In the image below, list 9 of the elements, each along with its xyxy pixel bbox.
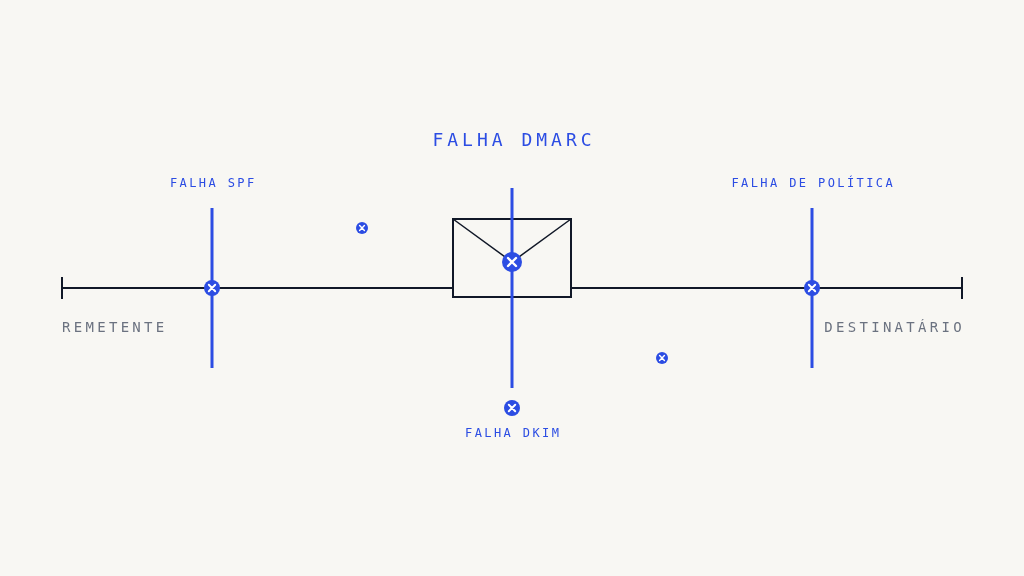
title: FALHA DMARC bbox=[431, 131, 596, 149]
failure-label: FALHA DKIM bbox=[464, 427, 562, 439]
failure-label: FALHA SPF bbox=[168, 177, 257, 189]
envelope-drawing bbox=[452, 218, 572, 298]
connector-line bbox=[571, 287, 962, 289]
endpoint-label: REMETENTE bbox=[62, 320, 168, 334]
endpoint-label: DESTINATÁRIO bbox=[824, 320, 965, 334]
failure-label: FALHA DE POLÍTICA bbox=[730, 177, 895, 189]
connector-line bbox=[62, 287, 453, 289]
